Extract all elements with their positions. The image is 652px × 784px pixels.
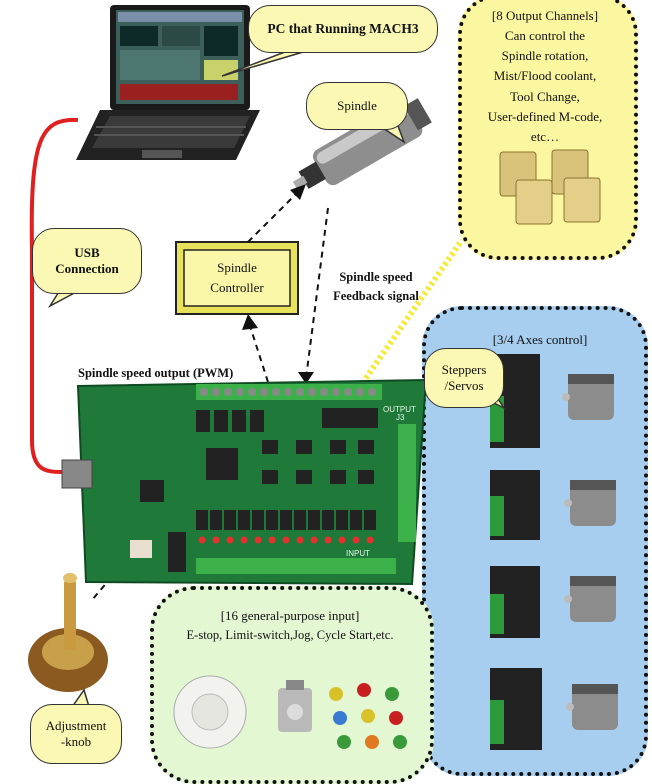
laptop-image [76,5,260,160]
spindle-controller-line2: Controller [210,280,264,296]
push-buttons-image [329,683,407,749]
output-channels-text: [8 Output Channels] Can control the Spin… [470,6,620,147]
pc-callout: PC that Running MACH3 [248,5,438,53]
output-line-3: Mist/Flood coolant, [493,68,597,84]
output-line-6: etc… [530,128,560,144]
driver-4 [490,668,542,750]
motor-3 [564,576,616,622]
adjust-line1: Adjustment [45,717,107,733]
relays-image [499,149,601,225]
spindle-controller-line1: Spindle [217,260,257,275]
usb-line1: USB [74,244,100,260]
spindle-callout: Spindle [306,82,408,130]
usb-line2: Connection [55,261,119,276]
stepper-drivers-image [490,354,542,750]
pwm-label: Spindle speed output (PWM) [78,366,234,380]
usb-cable [29,117,79,474]
controller-board: OUTPUT J3 INPUT [61,378,428,586]
handwheel-image [173,675,247,749]
output-line-1: Can control the [504,28,586,44]
steppers-callout: Steppers /Servos [424,348,504,408]
usb-callout: USB Connection [32,228,142,294]
limit-switch-image [278,680,312,732]
axes-control-title: [3/4 Axes control] [492,332,588,347]
adjustment-callout: Adjustment -knob [30,704,122,764]
output-link [349,238,465,400]
spindle-controller-label: Spindle Controller [184,258,290,298]
feedback-line1: Spindle speed [339,270,413,284]
output-line-2: Spindle rotation, [501,48,589,64]
input-panel-title: [16 general-purpose input] [220,608,360,623]
driver-2 [490,470,540,540]
steppers-line2: /Servos [444,378,484,393]
arrow-heads [242,184,314,384]
feedback-label: Spindle speed Feedback signal [318,268,434,306]
diagram-graphics: OUTPUT J3 INPUT [28,5,618,750]
motor-2 [564,480,616,526]
input-panel-subtitle: E-stop, Limit-switch,Jog, Cycle Start,et… [186,628,394,642]
motor-1 [562,374,614,420]
feedback-line2: Feedback signal [333,288,419,303]
output-line-0: [8 Output Channels] [491,8,599,23]
board-output-label: OUTPUT [383,405,416,414]
driver-3 [490,566,540,638]
output-line-4: Tool Change, [510,88,580,104]
output-line-5: User-defined M-code, [487,108,603,124]
board-input-label: INPUT [346,549,370,558]
motor-4 [566,684,618,730]
spindle-controller-box [175,241,299,315]
stepper-motors-image [562,374,618,730]
adjustment-knob-image [28,573,108,692]
board-j3-label: J3 [396,413,405,422]
adjust-line2: -knob [60,734,92,749]
steppers-line1: Steppers [441,361,487,377]
